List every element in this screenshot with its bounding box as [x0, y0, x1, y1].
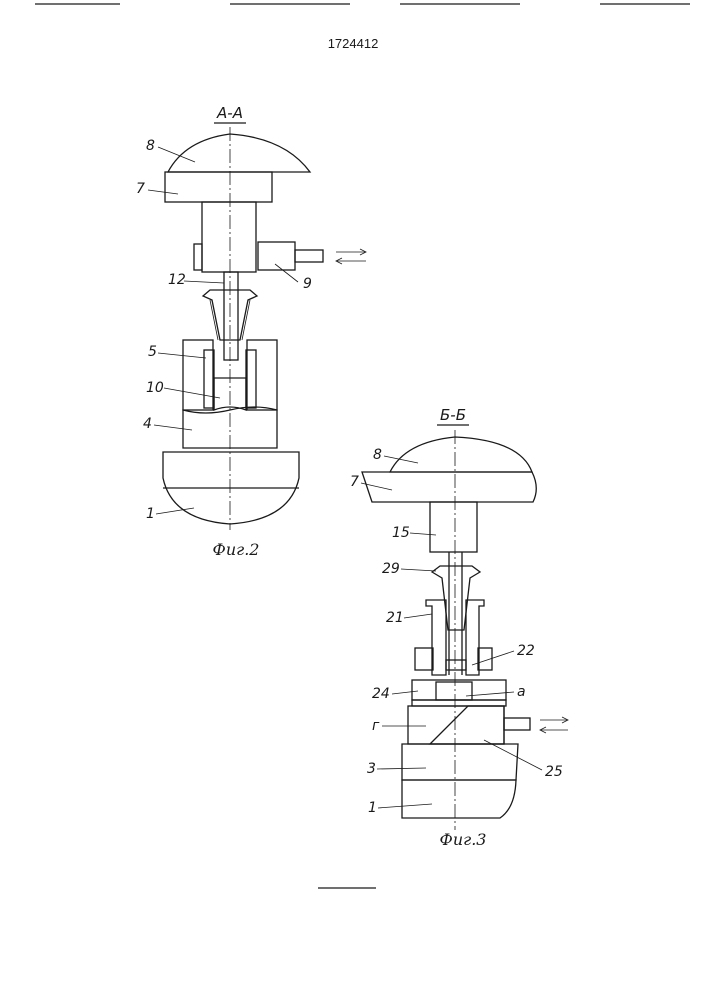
fig2-part-7: [165, 172, 272, 202]
fig3-label-29: 29: [382, 561, 400, 577]
fig2-caption: Фиг.2: [213, 540, 260, 559]
fig2-label-1: 1: [146, 506, 155, 522]
fig2-label-5: 5: [148, 344, 157, 360]
fig3-label-a: а: [517, 684, 526, 700]
fig3-part-15: [430, 502, 477, 552]
fig2-label-7: 7: [136, 181, 145, 197]
fig2-label-12: 12: [168, 272, 186, 288]
fig3-part-1: [402, 780, 516, 818]
fig3-label-25: 25: [545, 764, 563, 780]
figure-2: А-А 8 7: [136, 104, 366, 559]
fig3-caption: Фиг.3: [440, 830, 487, 849]
fig2-spindle: [202, 202, 256, 272]
figure-3: Б-Б 8: [350, 406, 568, 849]
fig3-label-21: 21: [386, 610, 404, 626]
fig3-part-24: [412, 680, 506, 700]
fig3-label-3: 3: [367, 761, 376, 777]
fig2-part-8: [168, 134, 310, 172]
fig3-label-22: 22: [517, 643, 535, 659]
fig3-part-7: [362, 472, 536, 502]
fig2-label-9: 9: [303, 276, 312, 292]
fig3-part-29: [432, 566, 480, 630]
fig3-label-8: 8: [373, 447, 382, 463]
fig3-part-25: [430, 706, 504, 744]
fig3-label-1: 1: [368, 800, 377, 816]
fig2-part-12: [224, 272, 238, 360]
fig3-label-15: 15: [392, 525, 410, 541]
fig2-label-8: 8: [146, 138, 155, 154]
fig3-label-g: г: [372, 718, 380, 734]
fig3-part-3: [402, 744, 518, 780]
fig3-label-7: 7: [350, 474, 359, 490]
fig2-label-10: 10: [146, 380, 164, 396]
fig3-part-22: [415, 648, 433, 670]
fig2-label-4: 4: [143, 416, 152, 432]
fig3-part-21: [426, 600, 446, 675]
fig3-part-8: [390, 437, 532, 472]
fig3-label-24: 24: [372, 686, 390, 702]
patent-number: 1724412: [328, 36, 379, 51]
fig2-part-9: [258, 242, 295, 270]
fig3-block-g: [408, 706, 504, 744]
fig3-section-title: Б-Б: [440, 406, 466, 424]
fig2-section-title: А-А: [216, 104, 243, 122]
